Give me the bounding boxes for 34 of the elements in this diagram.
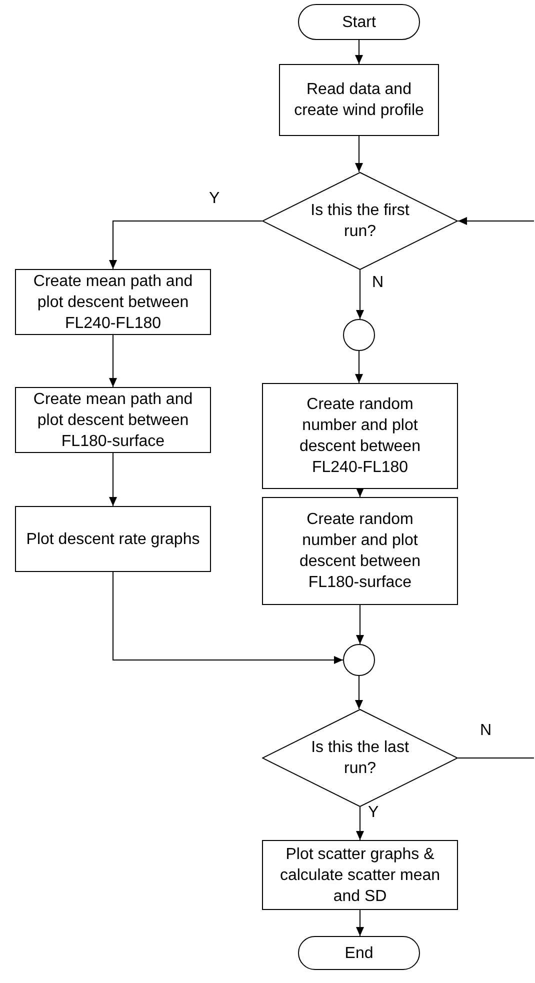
- terminator: [298, 4, 420, 40]
- arrow: [355, 676, 363, 710]
- arrow: [355, 40, 363, 64]
- node-text: End: [344, 944, 374, 964]
- node-text: Is this the first run?: [310, 201, 410, 242]
- node-text: Create random number and plot descent between FL180-surface: [298, 510, 422, 593]
- node-text: Plot scatter graphs & calculate scatter mean and SD: [278, 844, 442, 906]
- arrow: [109, 452, 117, 506]
- node-text: Start: [342, 12, 376, 32]
- process-box: [15, 269, 211, 335]
- node-text: Plot descent rate graphs: [26, 530, 200, 550]
- arrow: [355, 136, 363, 172]
- arrow: [112, 572, 344, 664]
- arrow: [356, 910, 364, 936]
- arrow: [356, 604, 364, 644]
- process-box: [262, 840, 458, 910]
- node-text: Create mean path and plot descent between FL240-FL180: [32, 272, 194, 334]
- arrow: [109, 334, 117, 388]
- arrow: [458, 217, 534, 225]
- process-box: [15, 506, 211, 572]
- arrow: [356, 270, 364, 320]
- process-box: [279, 64, 439, 136]
- node-text: Read data and create wind profile: [293, 80, 425, 121]
- arrow: [355, 350, 363, 384]
- process-box: [262, 497, 458, 605]
- node-text: Is this the last run?: [310, 738, 410, 779]
- terminator: [298, 936, 420, 970]
- process-box: [15, 387, 211, 453]
- node-text: Create random number and plot descent between FL240-FL180: [298, 395, 422, 478]
- arrow: [109, 220, 262, 270]
- arrow: [356, 806, 364, 840]
- process-box: [262, 383, 458, 489]
- node-text: Create mean path and plot descent between FL180-surface: [32, 390, 194, 452]
- arrow: [356, 488, 364, 498]
